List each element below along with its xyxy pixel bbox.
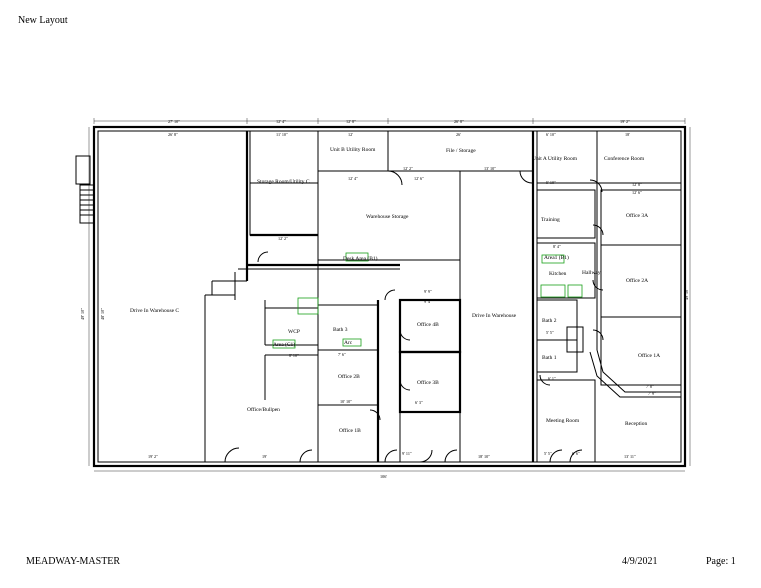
dim-o3b: 6' 3" — [415, 400, 423, 405]
dim-bottom-2: 19' — [262, 454, 267, 459]
room-training: Training — [541, 217, 560, 223]
dim-e1: 5' 5" — [544, 451, 552, 456]
dim-in-5: 6' 10" — [546, 132, 556, 137]
room-storage-utility-c: Storage Room/Utility C — [257, 179, 310, 185]
dim-top-3: 12' 8" — [346, 119, 356, 124]
room-area-c1: Area (C1) — [273, 341, 295, 348]
footer-project-name: MEADWAY-MASTER — [26, 556, 121, 567]
room-bath-3: Bath 3 — [333, 327, 348, 333]
dim-c-3: 12' 6" — [632, 190, 642, 195]
room-conference: Conference Room — [604, 155, 645, 162]
room-unit-b-utility: Unit B Utility Room — [330, 147, 376, 153]
dim-left-inner: 48' 10" — [100, 308, 105, 320]
room-office-2b: Office 2B — [338, 373, 360, 380]
dim-bp: 8' 10" — [289, 353, 299, 358]
dim-fs-2: 13' 10" — [484, 166, 496, 171]
room-office-3b: Office 3B — [417, 379, 439, 386]
room-warehouse-storage: Warehouse Storage — [366, 214, 409, 220]
dim-c-2: 12' 8" — [632, 182, 642, 187]
room-arc: Arc — [344, 340, 353, 346]
room-reception: Reception — [625, 421, 648, 427]
exterior-wall — [92, 125, 687, 468]
dim-in-3: 12' — [348, 132, 353, 137]
dim-in-6: 18' — [625, 132, 630, 137]
dim-su-1: 12' 2" — [278, 236, 288, 241]
dim-b9: 9' 11" — [402, 451, 412, 456]
room-kitchen: Kitchen — [549, 271, 567, 277]
dim-c-1: 5' 10" — [546, 180, 556, 185]
room-bath-2: Bath 2 — [542, 318, 557, 324]
dim-b2: 5' 5" — [546, 330, 554, 335]
dim-right-total: 49' 10" — [684, 288, 689, 300]
room-file-storage: File / Storage — [446, 148, 476, 154]
dim-top-2: 12' 4" — [276, 119, 286, 124]
dim-r1: 7' 8" — [646, 384, 654, 389]
dim-o1b: 10' 10" — [340, 399, 352, 404]
dim-top-4: 26' 8" — [454, 119, 464, 124]
footer-date: 4/9/2021 — [622, 556, 658, 567]
fixtures — [272, 252, 583, 349]
room-office-1a: Office 1A — [638, 352, 660, 359]
dim-dw: 9' 9" — [424, 289, 432, 294]
top-dimension-line — [93, 118, 686, 124]
room-office-3a: Office 3A — [626, 212, 648, 219]
room-desk-area-b1: Desk Area (B1) — [343, 255, 378, 262]
dim-bottom-4: 13' 11" — [624, 454, 636, 459]
dim-k1: 8' 4" — [553, 244, 561, 249]
room-office-4b: Office 4B — [417, 321, 439, 328]
dim-mr: 6' 1" — [548, 376, 556, 381]
dim-bottom-3: 18' 10" — [478, 454, 490, 459]
room-drive-in-c: Drive In Warehouse C — [130, 308, 179, 314]
dim-in-2: 11' 10" — [276, 132, 288, 137]
dim-e2: 6' 6" — [572, 451, 580, 456]
dim-top-1: 27' 10" — [168, 119, 180, 124]
dim-in-1: 26' 8" — [168, 132, 178, 137]
dim-bottom-1: 19' 2" — [148, 454, 158, 459]
dim-ws-1: 12' 4" — [348, 176, 358, 181]
room-area1-b1: Area1 (B1) — [544, 254, 569, 261]
room-office-bullpen: Office/Bullpen — [247, 406, 280, 413]
exterior-stairs — [75, 155, 95, 224]
dim-fs-1: 12' 2" — [403, 166, 413, 171]
dim-o4b: 9' 4" — [424, 299, 432, 304]
room-office-2a: Office 2A — [626, 277, 648, 284]
dim-ws-2: 12' 6" — [414, 176, 424, 181]
dim-bottom-total: 106' — [380, 474, 387, 479]
room-office-1b: Office 1B — [339, 427, 361, 434]
room-meeting: Meeting Room — [546, 418, 580, 424]
room-bath-1: Bath 1 — [542, 355, 557, 361]
room-unit-a-utility: Unit A Utility Room — [532, 156, 578, 162]
dim-o2b: 7' 6" — [338, 352, 346, 357]
room-wcp: WCP — [288, 329, 300, 335]
room-drive-in-warehouse: Drive In Warehouse — [472, 313, 517, 319]
dim-top-5: 19' 2" — [620, 119, 630, 124]
room-hallway: Hallway — [582, 270, 601, 276]
dim-in-4: 26' — [456, 132, 461, 137]
door-swings — [224, 170, 604, 463]
footer-page-number: Page: 1 — [706, 556, 736, 567]
dim-left-total: 49' 10" — [80, 308, 85, 320]
page-title: New Layout — [18, 15, 68, 26]
dim-r2: 7' 9" — [648, 391, 656, 396]
